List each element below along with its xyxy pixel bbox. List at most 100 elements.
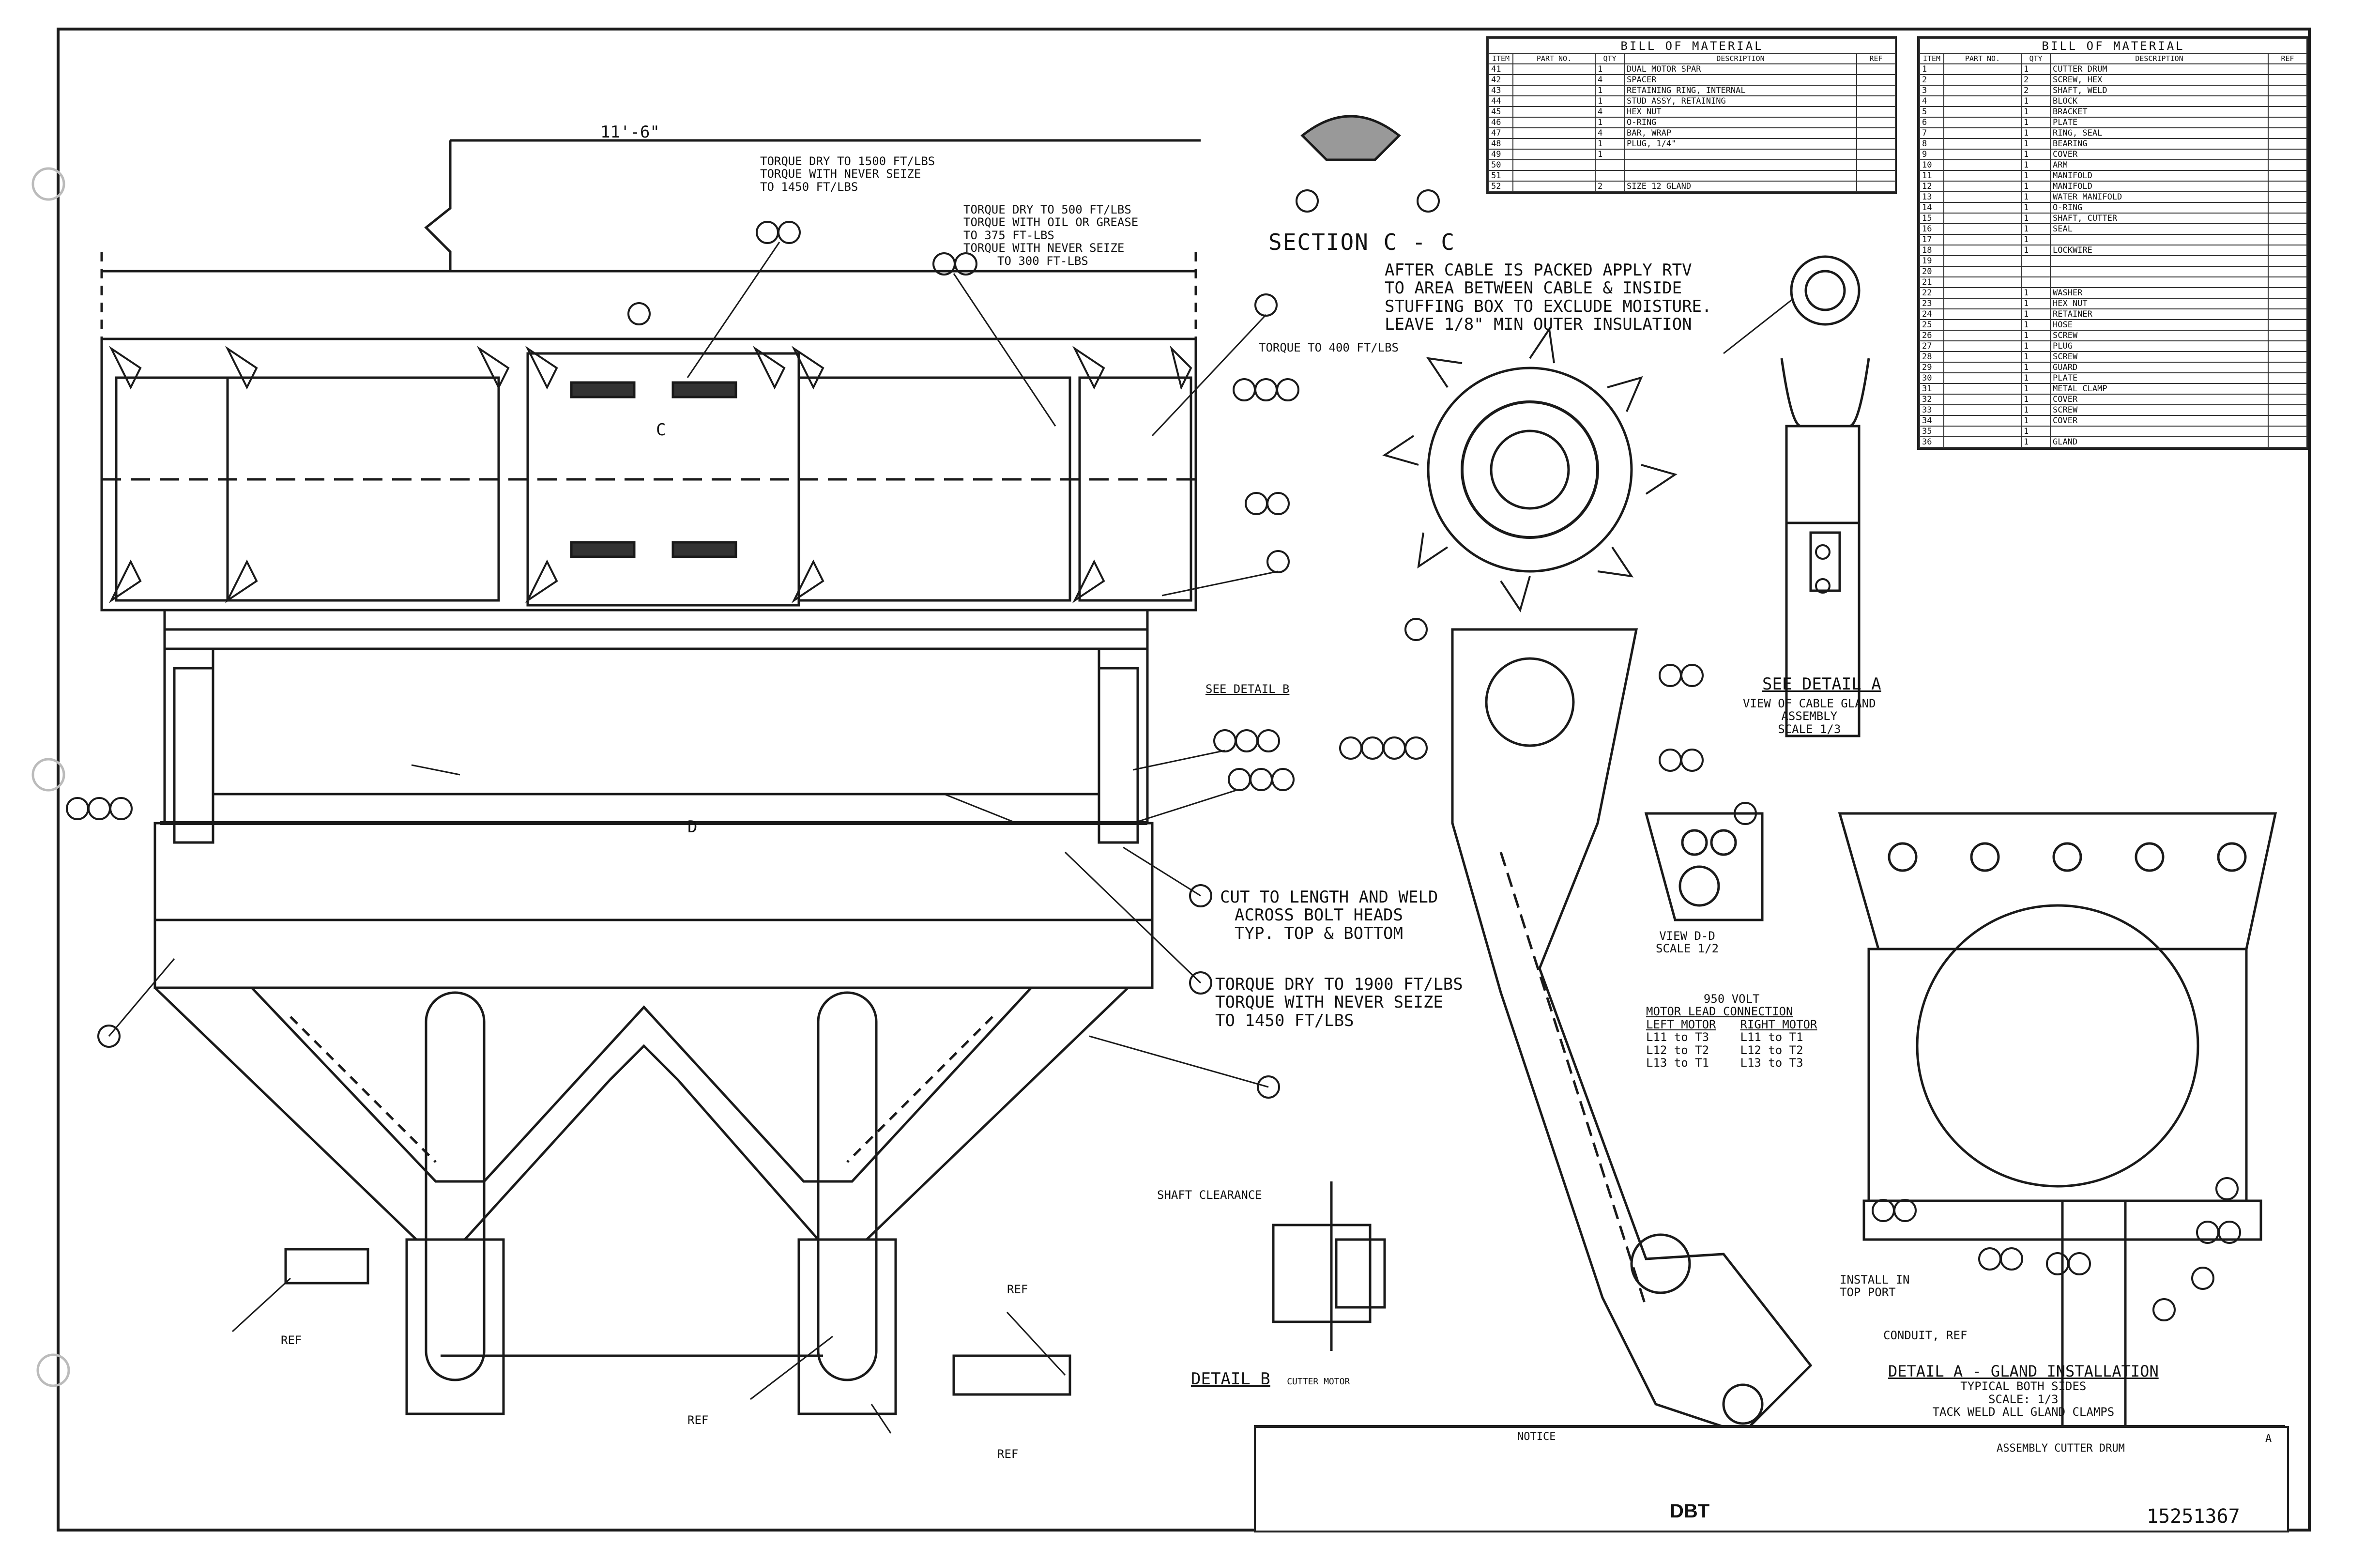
right-motor-header: RIGHT MOTOR [1740, 1017, 1817, 1031]
torque-note-line: TORQUE WITH NEVER SEIZE [963, 241, 1125, 255]
bom-cell: COVER [2050, 415, 2269, 427]
cutter-drum-top-view [100, 337, 1197, 612]
bom-cell: HEX NUT [1624, 106, 1857, 118]
bom-cell [1624, 149, 1857, 160]
bom-cell [1595, 159, 1625, 171]
bom-cell: 7 [1919, 127, 1944, 139]
bom-cell [2267, 245, 2308, 256]
bom-cell [2050, 266, 2269, 277]
bom-cell [2267, 223, 2308, 235]
bom-cell [2050, 255, 2269, 267]
cut-weld-line: CUT TO LENGTH AND WELD [1220, 888, 1438, 907]
bom-cell: HOSE [2050, 319, 2269, 331]
bom-cell [1943, 340, 2022, 352]
section-marker-d: D [687, 817, 698, 837]
bom-cell: BEARING [2050, 138, 2269, 150]
conduit-label: CONDUIT, REF [1883, 1329, 1968, 1342]
bom-cell [1943, 213, 2022, 224]
bom-cell: 33 [1919, 404, 1944, 416]
torque-note-mid: TORQUE DRY TO 500 FT/LBS TORQUE WITH OIL… [963, 203, 1138, 267]
bom-cell: 22 [1919, 287, 1944, 299]
bom-cell: 5 [1919, 106, 1944, 118]
bom-cell: 24 [1919, 308, 1944, 320]
bom-right-header: PART NO. [1943, 53, 2022, 64]
bom-cell [2267, 404, 2308, 416]
bom-cell [1856, 63, 1896, 75]
bom-cell [2050, 426, 2269, 437]
bom-cell: 1 [2021, 138, 2051, 150]
bom-cell: LOCKWIRE [2050, 245, 2269, 256]
bom-cell [1943, 287, 2022, 299]
bom-cell: 44 [1488, 95, 1513, 107]
volt-line: MOTOR LEAD CONNECTION [1646, 1005, 1793, 1019]
detail-a-line: SCALE: 1/3 [1988, 1392, 2059, 1406]
bom-cell: 1 [1595, 85, 1625, 96]
bom-cell [1856, 85, 1896, 96]
bom-cell: 1 [2021, 415, 2051, 427]
bom-cell [1943, 74, 2022, 86]
bom-cell: 3 [1919, 85, 1944, 96]
bom-cell: 48 [1488, 138, 1513, 150]
bom-cell: WASHER [2050, 287, 2269, 299]
leader-lines [108, 242, 1792, 1434]
bom-cell: 1 [2021, 95, 2051, 107]
bom-cell: 47 [1488, 127, 1513, 139]
binder-hole [31, 758, 65, 792]
bom-cell: 1 [1595, 149, 1625, 160]
title-block-title: ASSEMBLY CUTTER DRUM [1997, 1442, 2125, 1455]
ranging-arm [1451, 628, 1813, 1435]
drawing-border [57, 28, 2311, 1532]
bom-cell: 52 [1488, 181, 1513, 192]
bom-right-header: REF [2267, 53, 2308, 64]
bom-cell: 4 [1595, 74, 1625, 86]
torque-note-line: TORQUE DRY TO 1900 FT/LBS [1215, 975, 1463, 994]
bom-cell: HEX NUT [2050, 298, 2269, 309]
view-d-d-line: SCALE 1/2 [1656, 942, 1719, 956]
bom-cell [1512, 95, 1596, 107]
left-motor-conn: L13 to T1 [1646, 1056, 1709, 1070]
bom-left-title: BILL OF MATERIAL [1488, 38, 1896, 54]
bom-cell: 1 [2021, 127, 2051, 139]
bom-cell: 49 [1488, 149, 1513, 160]
bom-cell [1943, 266, 2022, 277]
bom-cell [2267, 276, 2308, 288]
bom-cell [1943, 255, 2022, 267]
ref-bar-left [284, 1248, 369, 1285]
bom-cell: 27 [1919, 340, 1944, 352]
bom-cell: 4 [1919, 95, 1944, 107]
bom-row: 21 [1919, 276, 2308, 288]
bom-right-header: DESCRIPTION [2050, 53, 2269, 64]
bom-cell [1943, 436, 2022, 448]
bom-cell: 6 [1919, 117, 1944, 128]
title-block-dwg-no: 15251367 [2147, 1505, 2240, 1528]
bom-cell: 1 [2021, 362, 2051, 373]
bom-cell: 11 [1919, 170, 1944, 182]
bom-cell: 4 [1595, 127, 1625, 139]
bom-cell [1624, 170, 1857, 182]
detail-b-view [1272, 1181, 1386, 1351]
bom-cell: 1 [2021, 426, 2051, 437]
ref-label-right: REF [1007, 1283, 1028, 1296]
bom-cell [1624, 159, 1857, 171]
bom-cell: 1 [2021, 287, 2051, 299]
bom-cell: 1 [2021, 245, 2051, 256]
spar-frame [153, 609, 1154, 1241]
bom-cell [2267, 255, 2308, 267]
bom-cell [2267, 351, 2308, 363]
detail-a-label: DETAIL A - GLAND INSTALLATION TYPICAL BO… [1888, 1363, 2159, 1418]
bom-cell [1943, 362, 2022, 373]
see-detail-a-label: SEE DETAIL A [1762, 674, 1881, 694]
